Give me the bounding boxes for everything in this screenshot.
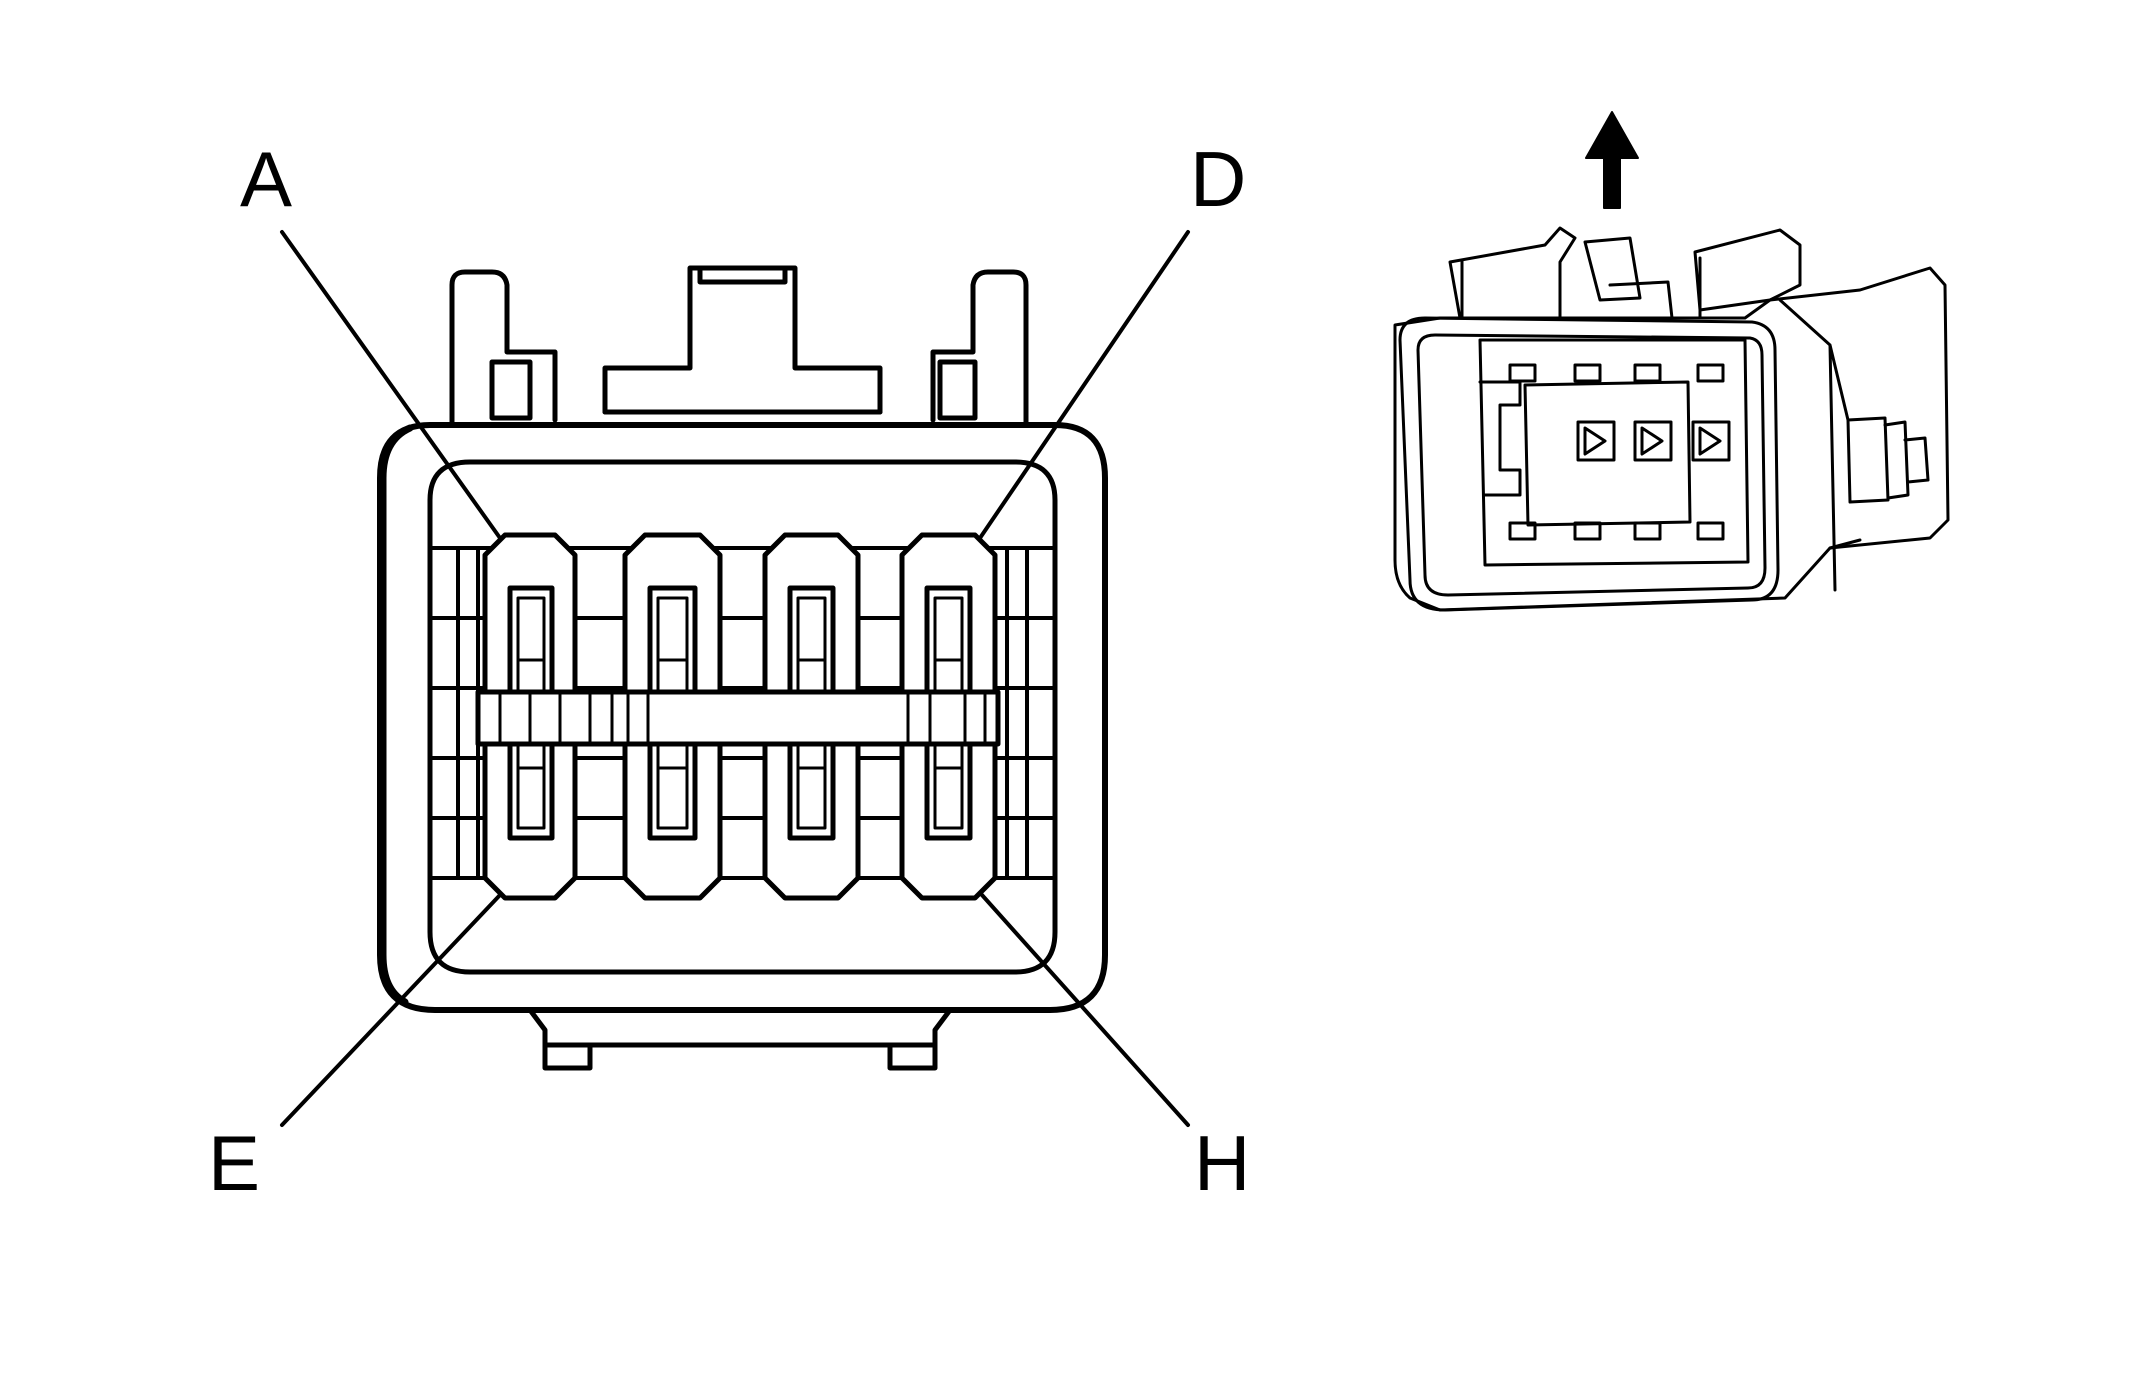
leader-line-h: [980, 893, 1190, 1127]
iso-top-clip-tab: [1583, 236, 1642, 302]
bottom-key: [527, 1007, 953, 1071]
iso-terminal-2: [1633, 420, 1673, 462]
arrow-up-icon: [1585, 111, 1639, 209]
leader-line-e: [280, 893, 502, 1127]
pin-label-e: E: [208, 1119, 260, 1207]
left-latch-window: [489, 359, 533, 421]
iso-top-ridge: [1460, 256, 1702, 320]
leader-line-d: [978, 230, 1190, 540]
iso-front-frame-inner: [1416, 333, 1767, 597]
connector-iso-view: [1393, 111, 1950, 612]
iso-terminal-3: [1691, 420, 1731, 462]
iso-left-step: [1478, 380, 1522, 497]
iso-rear-edge: [1778, 298, 1862, 592]
pin-label-h: H: [1194, 1119, 1250, 1207]
iso-body-outline: [1393, 266, 1950, 612]
pin-label-a: A: [240, 135, 292, 223]
iso-front-window-inner: [1523, 380, 1692, 527]
iso-front-frame: [1398, 316, 1780, 612]
leader-lines: [280, 230, 1190, 1127]
iso-terminal-1: [1576, 420, 1616, 462]
iso-top-left-clip: [1448, 226, 1577, 320]
iso-side-lock-detail: [1883, 420, 1930, 500]
shroud-outer-arc-left: [379, 424, 414, 1006]
iso-side-lock: [1846, 416, 1890, 504]
center-top-key: [602, 265, 883, 415]
right-latch-window: [937, 359, 978, 421]
connector-face-view: [280, 230, 1190, 1127]
leader-line-a: [280, 230, 502, 540]
connector-inner-wall: [427, 459, 1058, 975]
iso-front-window: [1478, 338, 1750, 567]
pin-label-d: D: [1190, 135, 1246, 223]
left-top-latch: [449, 269, 558, 428]
right-top-latch: [930, 269, 1029, 428]
tpa-locking-bar: [475, 689, 1001, 747]
center-key-inner: [697, 265, 788, 285]
